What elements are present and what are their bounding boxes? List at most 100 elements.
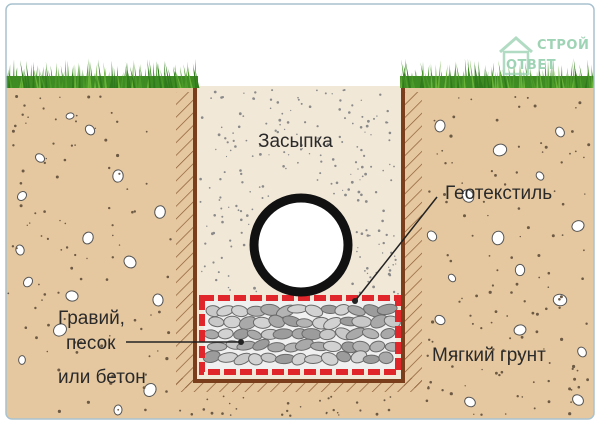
backfill-speck [338,108,342,111]
soil-speck [492,348,495,351]
backfill-speck [365,229,368,232]
grass-blade [494,71,497,88]
backfill-speck [369,276,372,279]
pebble [18,355,26,365]
backfill-speck [388,139,391,142]
soil-speck [452,115,456,119]
soil-speck [537,254,541,257]
soil-speck [587,143,591,147]
backfill-speck [261,197,264,199]
backfill-speck [258,145,261,147]
soil-speck [330,395,333,398]
soil-speck [15,247,18,250]
backfill-speck [237,125,241,129]
backfill-speck [304,121,307,124]
backfill-speck [276,101,280,104]
grass-blade [569,61,573,88]
soil-speck [166,275,170,279]
grass-blade [525,62,530,88]
backfill-speck [296,133,298,136]
grass-blade [411,72,416,88]
backfill-speck [259,153,262,156]
right-wall-hatch [404,92,422,388]
backfill-speck [316,125,319,128]
grass-blade [469,59,475,88]
grass-blade [33,66,39,88]
soil-speck [299,406,302,408]
pebble [492,143,508,157]
gravel-stone [252,338,270,351]
gravel-stone [217,328,234,340]
pebble [464,396,476,408]
grass-blade [529,72,534,88]
soil-speck [583,249,585,252]
soil-speck [487,214,489,217]
soil-speck [43,161,46,165]
backfill-speck [267,195,270,197]
backfill-speck [213,214,216,217]
pebble [572,394,584,406]
backfill-speck [363,154,366,157]
soil-speck [494,310,498,313]
backfill-speck [331,93,333,95]
soil-speck [449,259,453,263]
soil-speck [375,412,379,416]
soil-speck [584,193,586,195]
backfill-speck [240,218,243,222]
backfill-speck [365,124,369,128]
grass-blade [506,73,510,88]
soil-speck [490,321,493,324]
grass-blade [72,67,74,88]
gravel-stone [304,304,324,318]
soil-speck [516,395,519,398]
soil-speck [39,97,42,100]
grass-blade [168,68,173,88]
soil-speck [133,210,136,213]
soil-speck [70,266,74,270]
pebble [123,255,137,269]
soil-speck [70,144,73,147]
soil-speck [509,337,512,340]
backfill-speck [204,242,207,245]
backfill-speck [213,90,217,94]
soil-speck [118,244,121,246]
backfill-speck [271,89,274,92]
backfill-speck [228,206,230,208]
watermark-line2: ОТВЕТ [506,58,557,73]
soil-speck [325,412,328,415]
backfill-speck [265,122,268,125]
grass-blade [50,65,55,88]
soil-speck [144,373,147,376]
soil-speck [75,351,79,354]
soil-speck [281,413,284,416]
soil-speck [221,412,224,415]
backfill-speck [359,126,363,129]
soil-speck [206,398,209,401]
backfill-speck [218,199,221,201]
grass-blade [498,60,504,88]
backfill-speck [217,133,221,137]
soil-speck [544,145,548,149]
soil-speck [332,408,335,412]
grass-blade [69,65,74,88]
backfill-speck [356,250,358,253]
grass-blade [400,72,402,88]
soil-speck [458,97,460,99]
house-icon [499,36,533,76]
backfill-speck [344,193,347,197]
backfill-speck [339,99,342,102]
backfill-speck [234,145,237,148]
backfill-speck [201,270,203,273]
soil-speck [461,297,463,300]
gravel-stone [336,350,352,363]
soil-speck [165,390,168,393]
backfill-speck [282,165,285,168]
grass-blade [508,65,512,88]
soil-speck [482,200,485,203]
backfill-speck [316,89,318,92]
soil-speck [585,322,588,325]
backfill-speck [330,182,333,185]
backfill-speck [376,115,378,117]
grass-blade [103,62,107,88]
soil-speck [144,408,147,412]
